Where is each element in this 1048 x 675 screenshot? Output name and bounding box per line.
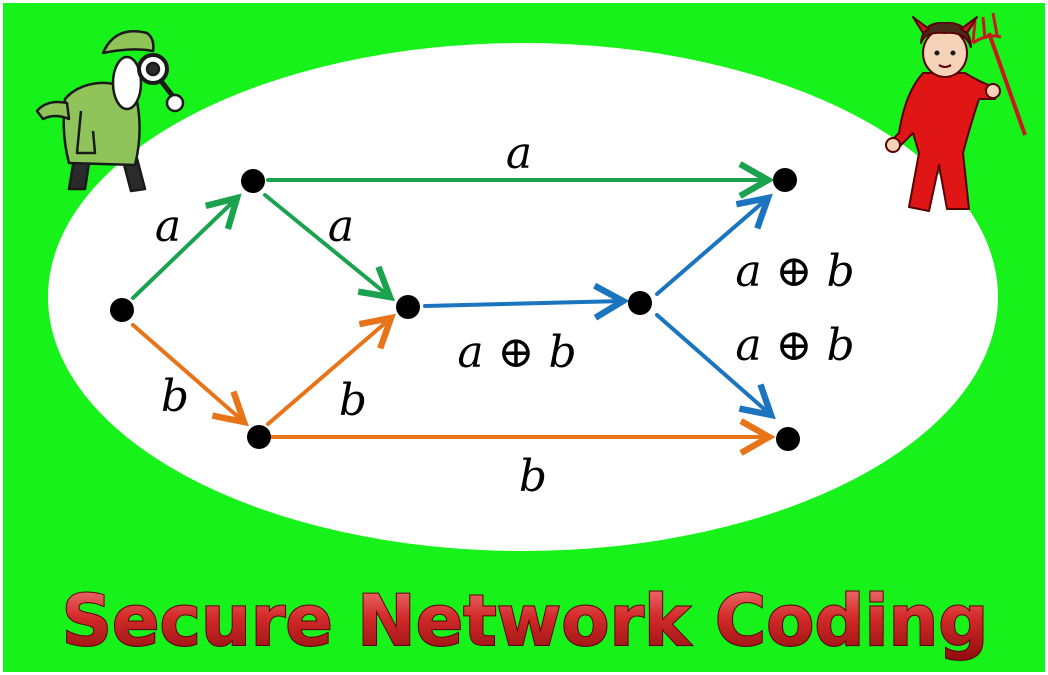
- label-upper-down: a: [328, 201, 354, 252]
- node-relay: [628, 291, 652, 315]
- label-lower-up: b: [339, 375, 367, 426]
- node-coding: [396, 295, 420, 319]
- devil-adversary-icon: [885, 12, 1027, 212]
- label-right-up: a ⊕ b: [735, 246, 854, 297]
- node-source: [110, 298, 134, 322]
- label-source-up: a: [155, 201, 181, 252]
- node-sink-bottom: [776, 427, 800, 451]
- label-source-down: b: [161, 371, 189, 422]
- edge-upper-down-a: [263, 193, 395, 302]
- node-sink-top: [773, 168, 797, 192]
- diagram-canvas: a a a b b b a ⊕ b a ⊕ b a ⊕ b: [35, 12, 1027, 663]
- edges: [131, 161, 776, 456]
- edge-source-down-b: [131, 323, 249, 427]
- label-middle: a ⊕ b: [457, 327, 576, 378]
- node-lower: [247, 425, 271, 449]
- edge-lower-up-b: [266, 313, 396, 426]
- edge-source-up-a: [131, 193, 242, 300]
- detective-eavesdropper-icon: [35, 30, 185, 193]
- label-right-down: a ⊕ b: [735, 320, 854, 371]
- node-upper: [241, 169, 265, 193]
- page-title: Secure Network Coding: [62, 580, 989, 662]
- label-top: a: [506, 128, 532, 179]
- edge-middle-coded: [423, 282, 630, 321]
- edge-right-down-coded: [655, 313, 776, 420]
- label-bottom: b: [519, 451, 547, 502]
- nodes: [110, 168, 800, 451]
- edge-right-up-coded: [655, 193, 773, 296]
